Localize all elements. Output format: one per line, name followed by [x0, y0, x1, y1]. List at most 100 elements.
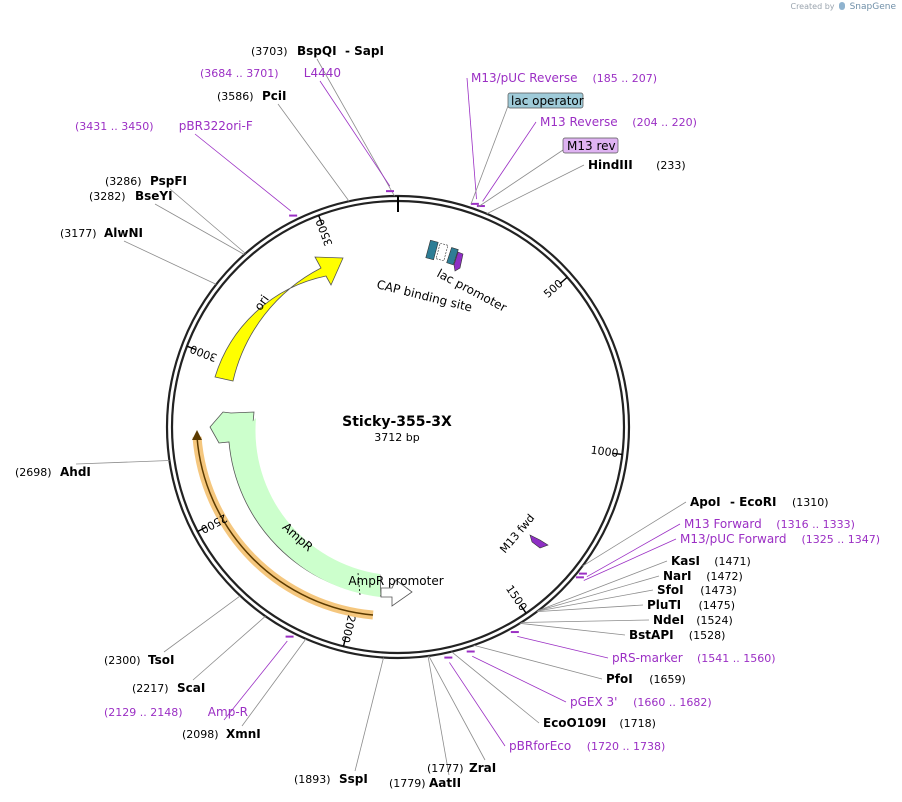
site-leader [163, 595, 241, 653]
site-xmni[interactable]: (2098)XmnI [182, 727, 261, 741]
site-position: (3282) [89, 190, 126, 203]
primer-amp-r[interactable]: (2129 .. 2148)Amp-R [104, 705, 248, 719]
site-name: XmnI [226, 727, 261, 741]
snapgene-credit: Created by SnapGene [790, 2, 896, 12]
site-name: AhdI [60, 465, 91, 479]
primer-m13-puc-forward[interactable]: M13/pUC Forward (1325 .. 1347) [680, 532, 880, 546]
site-leader [169, 188, 246, 254]
site-aatii[interactable]: (1779)AatII [389, 776, 461, 790]
primer-leader [517, 635, 609, 659]
site-position: (1659) [649, 673, 686, 686]
site-position: (3703) [251, 45, 288, 58]
primer-name: M13/pUC Reverse [471, 71, 578, 85]
site-name: AatII [429, 776, 461, 790]
m13-rev-leader [477, 149, 564, 208]
m13-rev-box-bg [562, 137, 619, 154]
m13-rev-feature[interactable] [453, 251, 464, 272]
site-ecoo109i[interactable]: EcoO109I(1718) [543, 716, 656, 730]
primer-name: pBR322ori-F [179, 119, 253, 133]
site-position: (1472) [706, 570, 743, 583]
site-leader [537, 575, 660, 612]
primer-name: L4440 [304, 66, 341, 80]
primer-pbrforeco[interactable]: pBRforEco(1720 .. 1738) [509, 739, 665, 753]
primer-name: M13 Forward [684, 517, 762, 531]
m13-rev-box[interactable]: M13 rev [562, 137, 619, 154]
site-tsoi[interactable]: (2300)TsoI [104, 653, 174, 667]
primer-leader [194, 133, 292, 212]
tick-label: 1500 [503, 583, 530, 613]
lac-operator-box-bg [507, 92, 584, 109]
lac-operator-box-label: lac operator [511, 94, 584, 108]
site-name: SspI [339, 772, 368, 786]
site-leader [537, 589, 654, 612]
site-bspqi[interactable]: (3703)BspQI- SapI [251, 44, 384, 58]
site-position: (1779) [389, 777, 426, 790]
site-pluti[interactable]: PluTI(1475) [647, 598, 735, 612]
lac-operator-box[interactable]: lac operator [507, 92, 584, 109]
primer-leader [223, 640, 288, 721]
site-pfoi[interactable]: PfoI(1659) [606, 672, 686, 686]
site-nari[interactable]: NarI(1472) [663, 569, 743, 583]
site-hindiii[interactable]: HindIII(233) [588, 158, 686, 172]
primer-name: M13/pUC Forward [680, 532, 787, 546]
primer-range: (2129 .. 2148) [104, 706, 183, 719]
leader-lines [75, 58, 687, 776]
site-kasi[interactable]: KasI(1471) [671, 554, 751, 568]
site-bseyi[interactable]: (3282)BseYI [89, 189, 173, 203]
site-name: BstAPI [629, 628, 674, 642]
amp-primer-line [196, 436, 374, 616]
site-position: (3286) [105, 175, 142, 188]
site-name: HindIII [588, 158, 633, 172]
primer-m13-reverse[interactable]: M13 Reverse (204 .. 220) [540, 115, 697, 129]
site-pcii[interactable]: (3586)PciI [217, 89, 287, 103]
primer-range: (3431 .. 3450) [75, 120, 154, 133]
primer-prs-marker[interactable]: pRS-marker(1541 .. 1560) [612, 651, 776, 665]
lac-promoter-feature[interactable] [435, 242, 449, 262]
primer-pbr322ori-f[interactable]: (3431 .. 3450) pBR322ori-F [75, 119, 253, 133]
site-ndei[interactable]: NdeI(1524) [653, 613, 733, 627]
site-apoi[interactable]: ApoI - EcoRI (1310) [690, 495, 829, 509]
site-sfoi[interactable]: SfoI(1473) [657, 583, 737, 597]
site-name: ZraI [469, 761, 496, 775]
site-name-2: - EcoRI [730, 495, 776, 509]
site-bstapi[interactable]: BstAPI (1528) [629, 628, 725, 642]
site-leader [354, 657, 384, 772]
site-name: SfoI [657, 583, 684, 597]
credit-text: Created by [790, 2, 835, 11]
cap-binding-site-feature[interactable] [425, 239, 439, 261]
site-pspfi[interactable]: (3286) PspFI [105, 174, 187, 188]
primer-m13-forward[interactable]: M13 Forward(1316 .. 1333) [684, 517, 855, 531]
site-ahdi[interactable]: (2698)AhdI [15, 465, 91, 479]
site-zrai[interactable]: (1777)ZraI [427, 761, 496, 775]
site-sspi[interactable]: (1893)SspI [294, 772, 368, 786]
site-name: ApoI [690, 495, 721, 509]
primer-range: (1720 .. 1738) [587, 740, 666, 753]
primer-leader [586, 523, 681, 578]
site-name: PciI [262, 89, 287, 103]
site-leader [192, 615, 266, 681]
site-name: PspFI [150, 174, 187, 188]
m13-fwd-feature[interactable] [529, 534, 549, 549]
ampr-promoter-feature[interactable] [380, 579, 413, 607]
primer-m13-puc-reverse[interactable]: M13/pUC Reverse(185 .. 207) [471, 71, 657, 85]
primer-pgex-3-[interactable]: pGEX 3'(1660 .. 1682) [570, 695, 712, 709]
ori-feature[interactable] [214, 256, 344, 382]
site-leader [521, 619, 650, 623]
plasmid-name: Sticky-355-3X [342, 414, 452, 430]
primer-range: (1325 .. 1347) [802, 533, 881, 546]
primer-leader [583, 538, 677, 581]
primer-range: (204 .. 220) [632, 116, 697, 129]
site-position: (1310) [792, 496, 829, 509]
primer-l4440[interactable]: (3684 .. 3701)L4440 [200, 66, 341, 80]
tick-label: 2500 [198, 511, 229, 535]
site-leader [536, 604, 644, 613]
tick-label: 1000 [590, 444, 619, 460]
site-alwni[interactable]: (3177)AlwNI [60, 226, 143, 240]
site-position: (1528) [689, 629, 726, 642]
lac-operator-leader [470, 105, 509, 205]
primer-name: M13 Reverse [540, 115, 618, 129]
lac-operator-feature[interactable] [446, 247, 459, 266]
m13-fwd-label: M13 fwd [497, 512, 537, 556]
site-scai[interactable]: (2217)ScaI [132, 681, 205, 695]
tick-label: 2000 [339, 614, 358, 644]
